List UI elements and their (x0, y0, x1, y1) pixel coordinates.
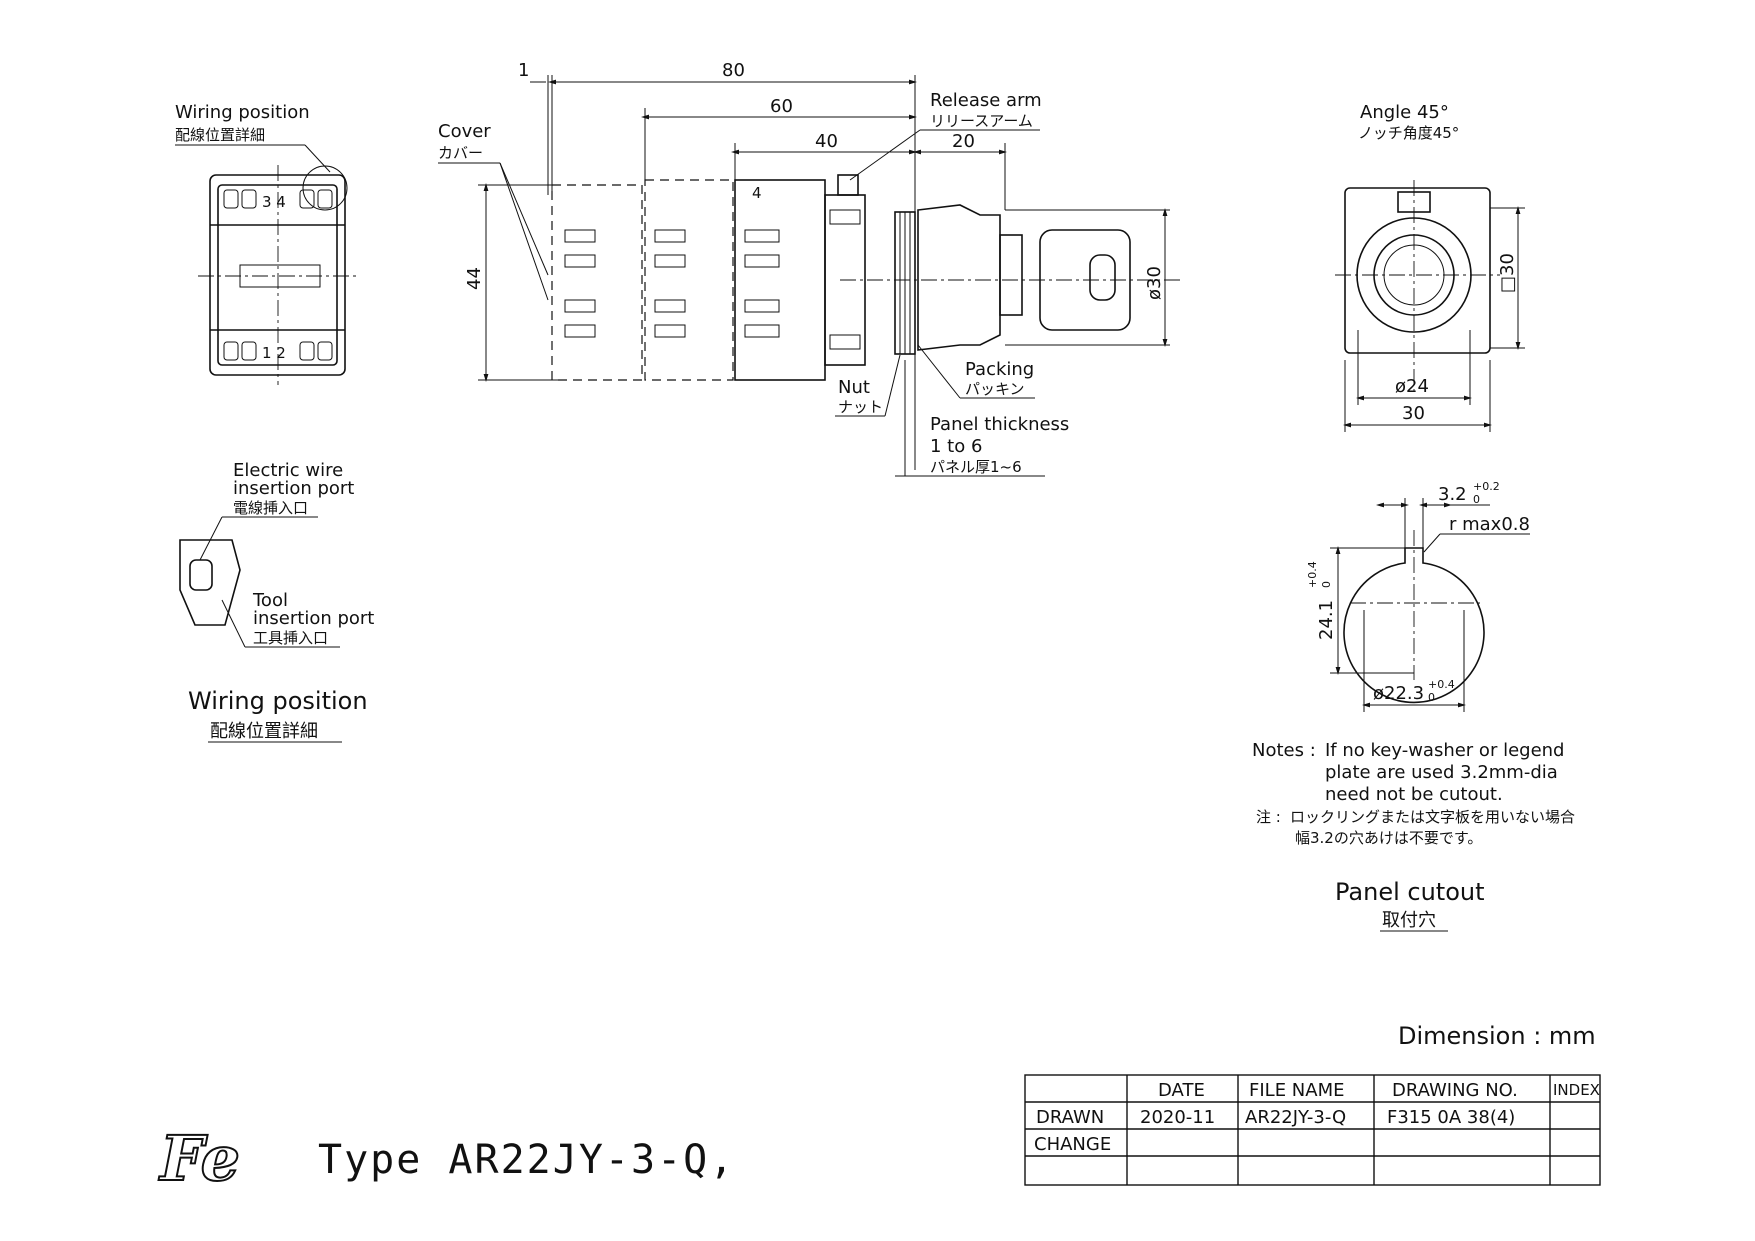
tb-header-drawing: DRAWING NO. (1392, 1080, 1518, 1101)
contact-block-slots (564, 229, 686, 338)
angle-label-jp: ノッチ角度45° (1358, 124, 1459, 142)
terminal-label-top: 3 4 (262, 193, 286, 211)
nut-label-en: Nut (838, 377, 870, 398)
tb-drawn-file: AR22JY-3-Q (1245, 1107, 1346, 1128)
tool-label-jp: 工具挿入口 (253, 629, 328, 647)
cutout-caption-jp: 取付穴 (1382, 910, 1436, 931)
wiring-position-view: Wiring position 配線位置詳細 3 4 1 2 (175, 102, 358, 385)
release-label-jp: リリースアーム (930, 112, 1033, 130)
front-view: Angle 45° ノッチ角度45° □30 ø24 30 (1335, 102, 1525, 432)
notes-line-1: If no key-washer or legend (1325, 740, 1564, 761)
cover-label-en: Cover (438, 121, 491, 142)
dim-1: 1 (518, 60, 529, 81)
contact-block-dashed-1 (551, 179, 734, 381)
panel-cutout: 3.2 +0.2 0 r max0.8 24.1 +0.4 0 ø22.3 +0… (1252, 480, 1575, 932)
panel-label-jp: パネル厚1~6 (930, 458, 1022, 476)
tool-label-en-2: insertion port (253, 608, 374, 629)
dim-40: 40 (815, 131, 838, 152)
company-logo: Fe (158, 1122, 240, 1195)
drawing-title: Type AR22JY-3-Q, (318, 1137, 735, 1183)
tool-label-en-1: Tool (252, 590, 288, 611)
tb-drawn-number: F315 0A 38(4) (1387, 1107, 1515, 1128)
dimension-unit: Dimension : mm (1398, 1022, 1596, 1050)
tb-drawn-date: 2020-11 (1140, 1107, 1215, 1128)
dim-dia24: ø24 (1395, 376, 1429, 397)
dim-60: 60 (770, 96, 793, 117)
wiring-label-en: Wiring position (175, 102, 310, 123)
terminal-caption-en: Wiring position (188, 687, 368, 715)
cover-label-jp: カバー (438, 144, 483, 162)
dim-44: 44 (464, 267, 485, 290)
dim-dia30: ø30 (1144, 266, 1165, 300)
cutout-dim-d-tol-bot: 0 (1428, 691, 1435, 704)
cutout-caption-en: Panel cutout (1335, 878, 1485, 906)
notes-line-2: plate are used 3.2mm-dia (1325, 762, 1558, 783)
angle-label-en: Angle 45° (1360, 102, 1449, 123)
cutout-dim-h-tol-top: +0.4 (1306, 561, 1319, 588)
dim-80: 80 (722, 60, 745, 81)
notes-jp-head: 注 : (1256, 808, 1281, 826)
tb-row-change: CHANGE (1034, 1134, 1111, 1155)
cutout-dim-key: 3.2 (1438, 484, 1467, 505)
side-view: 80 1 60 40 20 44 (438, 60, 1180, 477)
cutout-dim-h-tol-bot: 0 (1320, 581, 1333, 588)
terminal-label-bottom: 1 2 (262, 344, 286, 362)
notes-jp-line-2: 幅3.2の穴あけは不要です。 (1295, 829, 1482, 847)
packing-label-en: Packing (965, 359, 1034, 380)
panel-label-en: Panel thickness (930, 414, 1069, 435)
terminal-row-top (223, 189, 333, 209)
dim-20: 20 (952, 131, 975, 152)
tb-row-drawn: DRAWN (1036, 1107, 1104, 1128)
cutout-dim-h: 24.1 (1316, 600, 1337, 640)
operator-head (917, 204, 1131, 351)
wire-label-jp: 電線挿入口 (233, 499, 308, 517)
packing-label-jp: パッキン (965, 380, 1025, 398)
tb-header-file: FILE NAME (1249, 1080, 1344, 1101)
cutout-dim-d: ø22.3 (1373, 683, 1424, 704)
cutout-dim-r: r max0.8 (1449, 514, 1530, 535)
terminal-caption-jp: 配線位置詳細 (210, 721, 318, 742)
cutout-dim-key-tol-top: +0.2 (1473, 480, 1500, 493)
release-arm (837, 174, 859, 196)
wire-label-en-2: insertion port (233, 478, 354, 499)
dim-sq30: □30 (1497, 253, 1518, 293)
panel-range: 1 to 6 (930, 436, 982, 457)
cutout-dim-key-tol-bot: 0 (1473, 493, 1480, 506)
tb-header-index: INDEX (1553, 1081, 1600, 1099)
dim-30: 30 (1402, 403, 1425, 424)
notes-line-3: need not be cutout. (1325, 784, 1503, 805)
tb-header-date: DATE (1158, 1080, 1205, 1101)
nut-label-jp: ナット (838, 398, 883, 416)
cutout-dim-d-tol-top: +0.4 (1428, 678, 1455, 691)
terminal-row-bottom (223, 341, 333, 361)
notes-jp-line-1: ロックリングまたは文字板を用いない場合 (1290, 808, 1575, 826)
release-label-en: Release arm (930, 90, 1042, 111)
wiring-label-jp: 配線位置詳細 (175, 126, 265, 144)
notes-head: Notes : (1252, 740, 1316, 761)
block-mark: 4 (752, 184, 762, 202)
terminal-detail: Electric wire insertion port 電線挿入口 Tool … (179, 460, 374, 743)
wire-label-en-1: Electric wire (233, 460, 343, 481)
title-block: DATE FILE NAME DRAWING NO. INDEX DRAWN 2… (1024, 1074, 1601, 1186)
